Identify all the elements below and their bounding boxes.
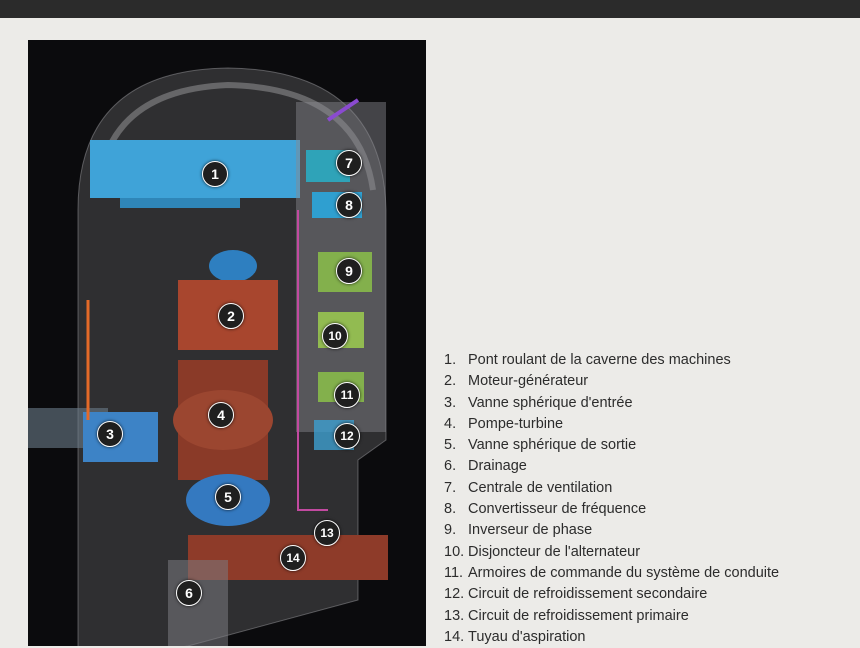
marker-2: 2: [218, 303, 244, 329]
legend-item: 12.Circuit de refroidissement secondaire: [444, 586, 708, 603]
marker-11: 11: [334, 382, 360, 408]
powerhouse-cutaway-illustration: 1 2 3 4 5 6 7 8 9 10 11 12 13 14: [28, 40, 426, 646]
legend-item: 11.Armoires de commande du système de co…: [444, 564, 780, 581]
legend-item: 9.Inverseur de phase: [444, 522, 593, 539]
marker-13: 13: [314, 520, 340, 546]
legend-item: 10.Disjoncteur de l'alternateur: [444, 543, 641, 560]
legend-item: 5.Vanne sphérique de sortie: [444, 437, 637, 454]
marker-14: 14: [280, 545, 306, 571]
marker-7: 7: [336, 150, 362, 176]
legend-item: 1.Pont roulant de la caverne des machine…: [444, 352, 731, 368]
cavern-illustration: [28, 67, 388, 646]
marker-5: 5: [215, 484, 241, 510]
marker-4: 4: [208, 402, 234, 428]
marker-8: 8: [336, 192, 362, 218]
marker-6: 6: [176, 580, 202, 606]
legend-item: 13.Circuit de refroidissement primaire: [444, 607, 689, 624]
marker-10: 10: [322, 323, 348, 349]
legend-item: 7.Centrale de ventilation: [444, 479, 613, 496]
legend-item: 14.Tuyau d'aspiration: [444, 628, 586, 645]
legend-item: 3.Vanne sphérique d'entrée: [444, 394, 633, 411]
legend-item: 2.Moteur-générateur: [444, 373, 589, 390]
legend-item: 4.Pompe-turbine: [444, 415, 564, 432]
top-bar: [0, 0, 860, 18]
marker-9: 9: [336, 258, 362, 284]
marker-12: 12: [334, 423, 360, 449]
legend-item: 6.Drainage: [444, 458, 527, 475]
marker-1: 1: [202, 161, 228, 187]
component-legend: 1.Pont roulant de la caverne des machine…: [444, 350, 779, 648]
marker-3: 3: [97, 421, 123, 447]
legend-item: 8.Convertisseur de fréquence: [444, 501, 647, 518]
